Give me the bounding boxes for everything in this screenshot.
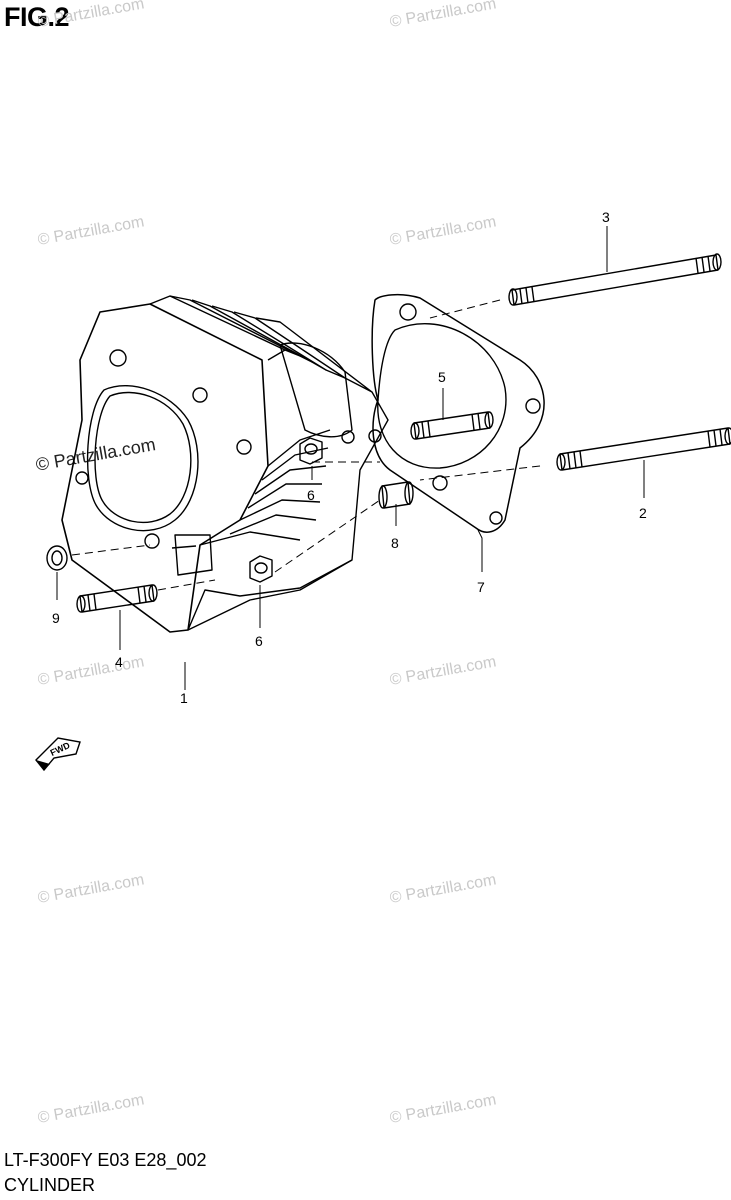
callout-9: 9: [52, 610, 60, 626]
callout-6-lower: 6: [255, 633, 263, 649]
gasket-part-7[interactable]: [371, 293, 545, 533]
stud-bolt-part-3[interactable]: [508, 253, 722, 306]
stud-bolt-part-4[interactable]: [76, 584, 158, 613]
callout-7: 7: [477, 579, 485, 595]
nut-part-6-lower[interactable]: [249, 555, 273, 583]
dowel-pin-part-8[interactable]: [378, 481, 414, 509]
cylinder-part-1[interactable]: [61, 295, 389, 633]
callout-1: 1: [180, 690, 188, 706]
stud-bolt-part-2[interactable]: [556, 427, 731, 471]
callout-4: 4: [115, 654, 123, 670]
forward-arrow-icon: FWD: [35, 737, 81, 772]
callout-3: 3: [602, 209, 610, 225]
figure-name: CYLINDER: [4, 1175, 96, 1195]
callout-6-upper: 6: [307, 487, 315, 503]
figure-code: LT-F300FY E03 E28_002: [4, 1150, 207, 1170]
figure-title: FIG.2: [4, 2, 70, 32]
callout-8: 8: [391, 535, 399, 551]
callout-5: 5: [438, 369, 446, 385]
o-ring-part-9[interactable]: [46, 545, 68, 571]
nut-part-6-upper[interactable]: [299, 437, 323, 465]
callout-2: 2: [639, 505, 647, 521]
stud-bolt-part-5[interactable]: [410, 411, 494, 440]
